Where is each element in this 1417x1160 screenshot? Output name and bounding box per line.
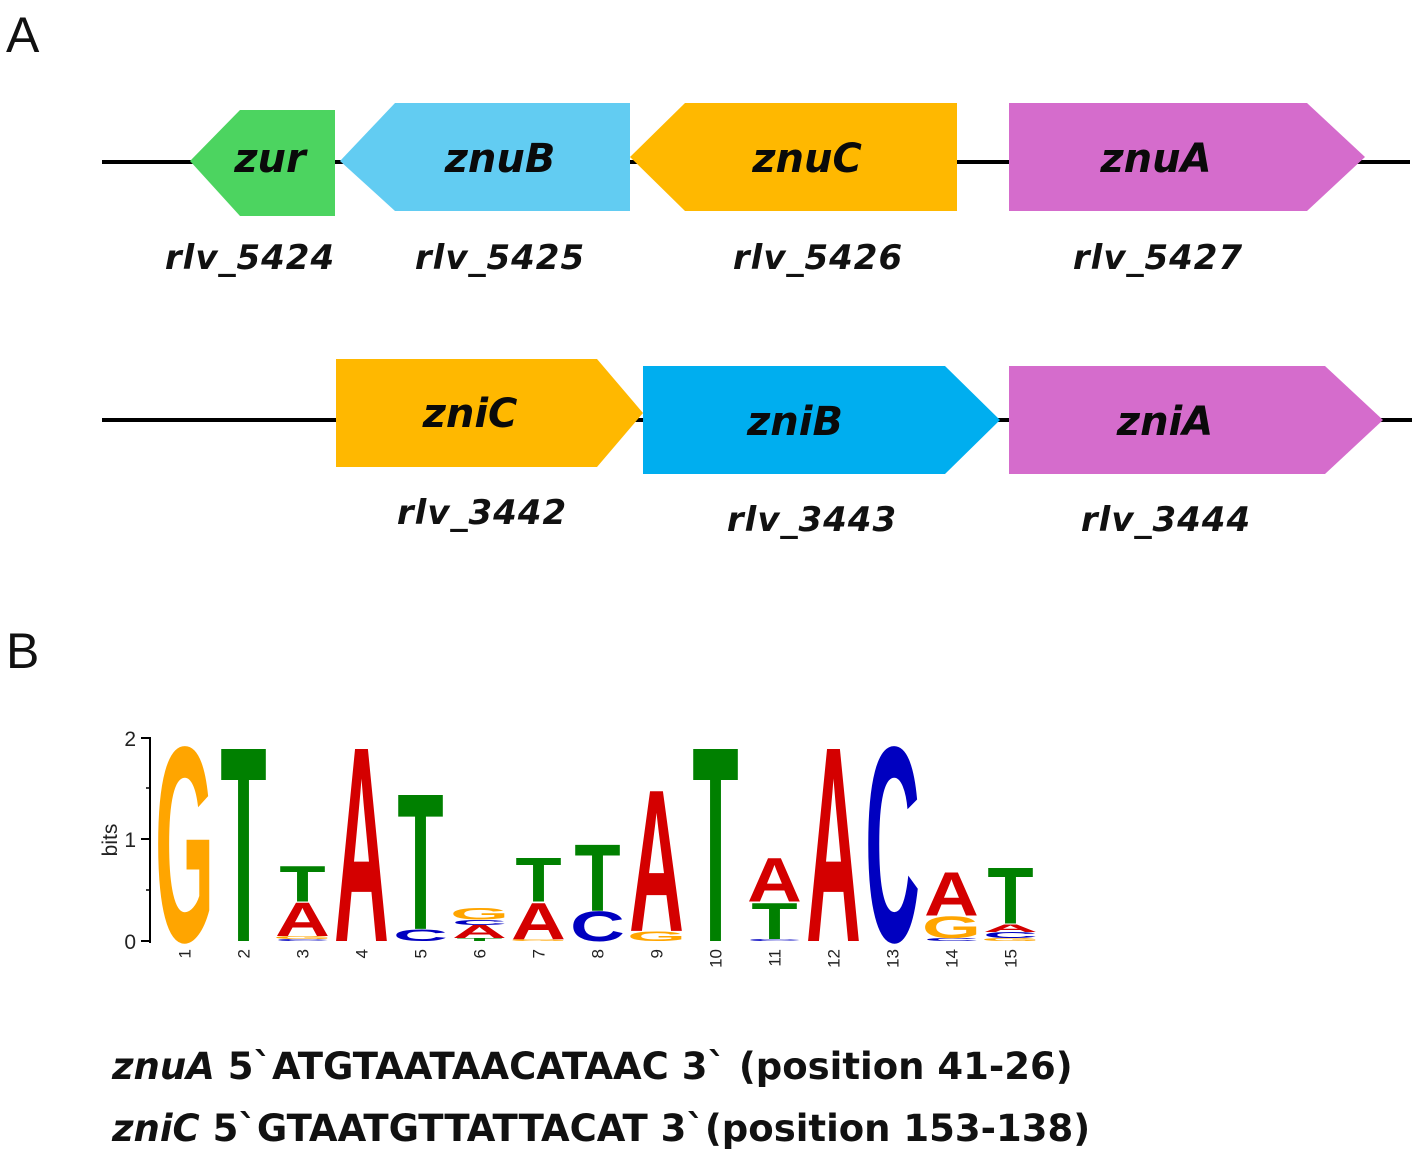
logo-letter-C: C	[865, 690, 920, 1001]
logo-position-label: 11	[766, 949, 785, 967]
gene-label-zniA: zniA	[1116, 399, 1213, 445]
logo-ytick-label-1: 1	[124, 829, 136, 852]
logo-letter-A: A	[511, 892, 566, 951]
gene-arrow-zniC	[336, 359, 643, 467]
logo-letter-G: G	[273, 935, 332, 940]
logo-letter-T: T	[515, 844, 561, 915]
logo-letter-G: G	[509, 939, 568, 942]
sequence-text-zniC: 5`GTAATGTTATTACAT 3`(position 153-138)	[199, 1107, 1091, 1150]
logo-letter-G: G	[450, 904, 509, 923]
logo-position-label: 10	[707, 949, 726, 968]
logo-position-label: 5	[412, 949, 431, 958]
sequence-text-znuA: 5`ATGTAATAACATAAC 3` (position 41-26)	[214, 1045, 1073, 1088]
sequence-line-zniC: zniC 5`GTAATGTTATTACAT 3`(position 153-1…	[112, 1098, 1090, 1160]
logo-letter-G: G	[981, 937, 1040, 942]
panel-label-b: B	[6, 623, 39, 679]
logo-position-label: 3	[294, 949, 313, 958]
gene-label-znuC: znuC	[751, 136, 862, 182]
logo-position-label: 9	[648, 949, 667, 958]
logo-letter-A: A	[452, 921, 507, 942]
gene-label-zniB: zniB	[746, 399, 843, 445]
locus-tag-rlv-5426: rlv_5426	[733, 238, 903, 278]
locus-tag-rlv-3442: rlv_3442	[397, 493, 567, 533]
gene-arrow-znuC	[630, 103, 957, 211]
logo-letter-C: C	[924, 937, 979, 942]
gene-label-zur: zur	[233, 136, 308, 182]
operon-1: zur znuB znuC znuA rlv_5424 rlv_5425 rlv…	[102, 103, 1410, 278]
logo-letter-T: T	[574, 825, 620, 932]
logo-position-label: 8	[589, 949, 608, 958]
logo-position-label: 7	[530, 949, 549, 958]
sequence-line-znuA: znuA 5`ATGTAATAACATAAC 3` (position 41-2…	[112, 1036, 1090, 1098]
logo-letter-T: T	[751, 892, 797, 951]
gene-label-znuA: znuA	[1099, 136, 1211, 182]
panel-label-a: A	[6, 7, 40, 63]
logo-ytick-label-2: 2	[124, 728, 136, 751]
logo-letter-C: C	[747, 939, 802, 942]
logo-letter-G: G	[922, 911, 981, 945]
sequence-gene-znuA: znuA	[112, 1045, 215, 1088]
locus-tag-rlv-5427: rlv_5427	[1073, 238, 1243, 278]
gene-arrow-znuA	[1009, 103, 1365, 211]
logo-letter-T: T	[279, 856, 325, 913]
logo-letter-A: A	[629, 748, 684, 975]
logo-letter-T: T	[987, 851, 1033, 942]
logo-position-label: 4	[353, 949, 372, 958]
logo-position-label: 1	[176, 949, 195, 958]
logo-letter-A: A	[275, 894, 330, 947]
logo-letter-A: A	[924, 859, 979, 929]
locus-tag-rlv-3444: rlv_3444	[1081, 500, 1251, 540]
locus-tag-rlv-5424: rlv_5424	[165, 238, 335, 278]
logo-letter-T: T	[692, 690, 738, 1001]
gene-arrow-znuB	[340, 103, 630, 211]
logo-letter-T: T	[456, 937, 503, 942]
logo-ytick-label-0: 0	[124, 931, 136, 954]
logo-position-label: 13	[884, 949, 903, 968]
logo-letter-A: A	[983, 922, 1038, 935]
logo-letter-C: C	[393, 926, 448, 945]
logo-position-label: 15	[1002, 949, 1021, 968]
logo-letter-G: G	[627, 928, 686, 944]
logo-letter-C: C	[275, 939, 330, 942]
logo-letter-T: T	[220, 690, 266, 1001]
gene-arrow-zniA	[1009, 366, 1383, 474]
binding-site-sequences: znuA 5`ATGTAATAACATAAC 3` (position 41-2…	[112, 1036, 1090, 1160]
logo-letter-A: A	[334, 690, 389, 1001]
gene-arrow-zur	[190, 110, 335, 216]
locus-tag-rlv-5425: rlv_5425	[415, 238, 585, 278]
logo-letter-C: C	[570, 902, 625, 950]
sequence-gene-zniC: zniC	[112, 1107, 200, 1150]
gene-arrow-zniB	[643, 366, 1000, 474]
logo-letter-A: A	[806, 690, 861, 1001]
logo-y-axis-label: bits	[99, 824, 122, 857]
logo-position-label: 12	[825, 949, 844, 968]
logo-letter-A: A	[747, 844, 802, 915]
locus-tag-rlv-3443: rlv_3443	[727, 500, 897, 540]
logo-position-label: 14	[943, 949, 962, 968]
logo-position-label: 6	[471, 949, 490, 958]
gene-label-zniC: zniC	[422, 391, 518, 437]
gene-label-znuB: znuB	[444, 136, 556, 182]
logo-letter-G: G	[155, 690, 214, 1001]
logo-letter-T: T	[397, 754, 443, 971]
operon-2: zniC zniB zniA rlv_3442 rlv_3443 rlv_344…	[102, 359, 1412, 540]
logo-position-label: 2	[235, 949, 254, 958]
logo-letter-C: C	[452, 918, 507, 926]
logo-letter-C: C	[983, 930, 1038, 939]
